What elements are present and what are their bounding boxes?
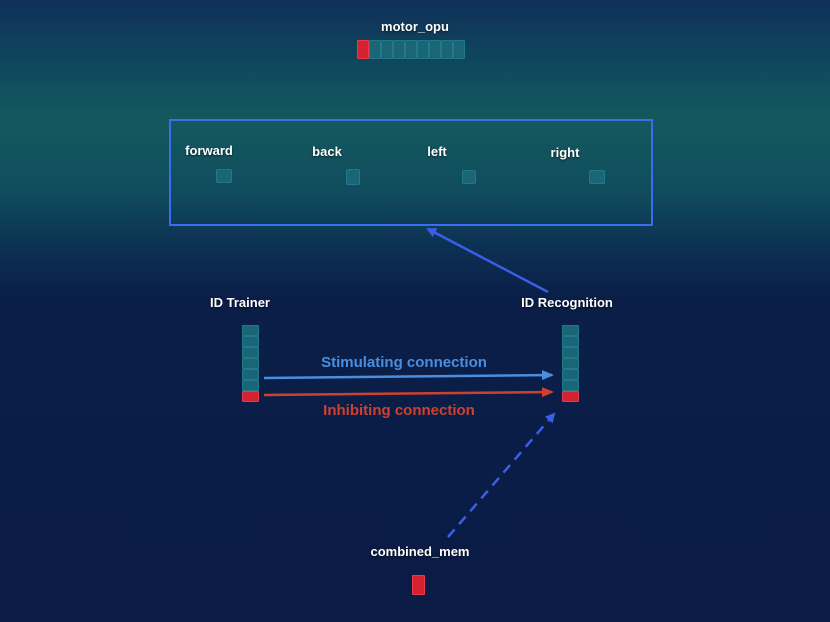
id-trainer-neuron[interactable] bbox=[242, 347, 259, 358]
id-trainer-neuron[interactable] bbox=[242, 391, 259, 402]
output-left-neuron[interactable] bbox=[462, 170, 476, 184]
id-recognition-neuron[interactable] bbox=[562, 380, 579, 391]
combined-mem-dashed-arrow[interactable] bbox=[447, 412, 556, 538]
combined-mem-neuron[interactable] bbox=[412, 575, 425, 595]
motor-opu-neuron[interactable] bbox=[405, 40, 417, 59]
combined-mem-label: combined_mem bbox=[370, 544, 470, 559]
id-trainer-neuron[interactable] bbox=[242, 358, 259, 369]
id-trainer-neuron[interactable] bbox=[242, 336, 259, 347]
id-trainer-neuron[interactable] bbox=[242, 380, 259, 391]
motor-opu-label: motor_opu bbox=[381, 19, 449, 34]
motor-opu-neuron[interactable] bbox=[357, 40, 369, 59]
output-back-neuron[interactable] bbox=[346, 169, 360, 185]
inhibiting-connection-label: Inhibiting connection bbox=[323, 402, 475, 419]
output-forward-neuron[interactable] bbox=[216, 169, 232, 183]
output-left-label: left bbox=[427, 144, 447, 159]
id-trainer-neuron[interactable] bbox=[242, 325, 259, 336]
inhibiting-connection-arrow[interactable] bbox=[263, 387, 554, 398]
motor-group-box[interactable] bbox=[169, 119, 653, 226]
id-recognition-neuron[interactable] bbox=[562, 325, 579, 336]
id-trainer-label: ID Trainer bbox=[210, 295, 270, 310]
stimulating-connection-label: Stimulating connection bbox=[321, 354, 487, 371]
motor-opu-neuron[interactable] bbox=[417, 40, 429, 59]
output-back-label: back bbox=[312, 144, 342, 159]
motor-opu-neuron[interactable] bbox=[429, 40, 441, 59]
id-trainer-neuron[interactable] bbox=[242, 369, 259, 380]
motor-opu-neuron[interactable] bbox=[369, 40, 381, 59]
recognition-to-motor-arrow[interactable] bbox=[426, 227, 549, 294]
id-recognition-label: ID Recognition bbox=[521, 295, 613, 310]
motor-opu-neuron[interactable] bbox=[381, 40, 393, 59]
motor-opu-neuron[interactable] bbox=[441, 40, 453, 59]
output-right-neuron[interactable] bbox=[589, 170, 605, 184]
id-recognition-neuron[interactable] bbox=[562, 336, 579, 347]
output-forward-label: forward bbox=[185, 143, 233, 158]
id-recognition-neuron[interactable] bbox=[562, 369, 579, 380]
stimulating-connection-arrow[interactable] bbox=[263, 370, 554, 381]
motor-opu-neuron[interactable] bbox=[393, 40, 405, 59]
motor-opu-neuron[interactable] bbox=[453, 40, 465, 59]
id-recognition-neuron[interactable] bbox=[562, 347, 579, 358]
output-right-label: right bbox=[550, 145, 580, 160]
id-recognition-neuron[interactable] bbox=[562, 391, 579, 402]
id-recognition-neuron[interactable] bbox=[562, 358, 579, 369]
